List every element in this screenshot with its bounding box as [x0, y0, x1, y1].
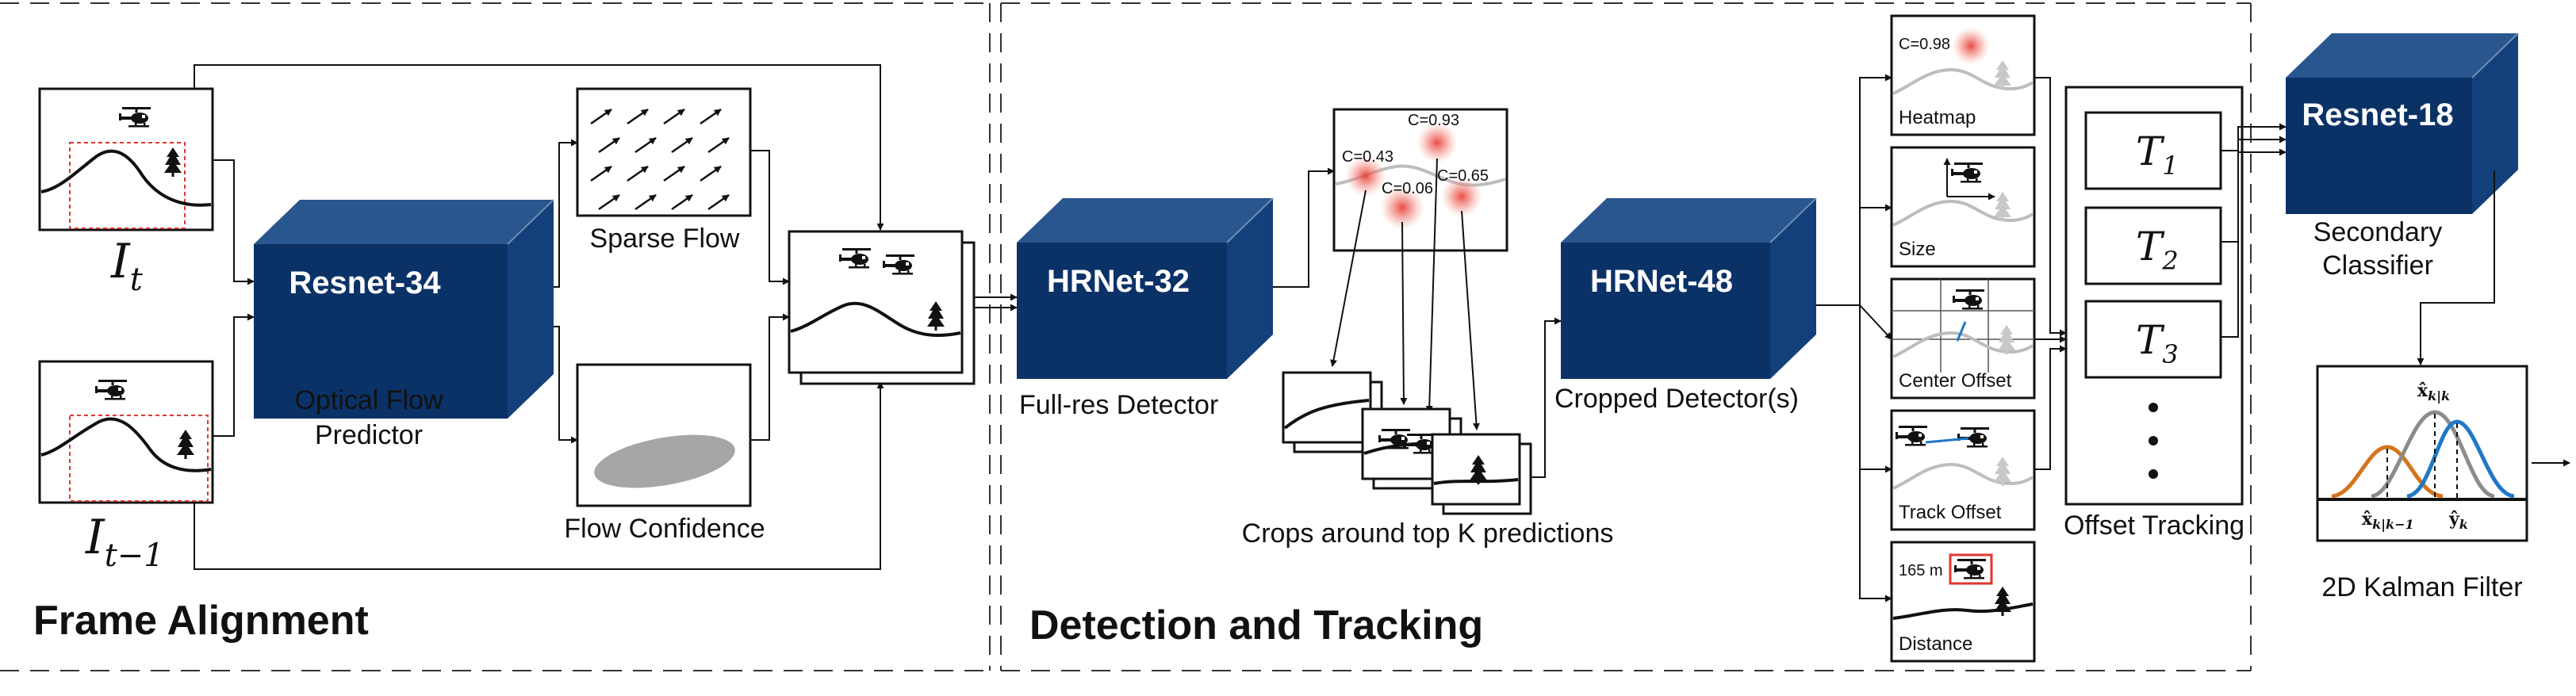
crops-label: Crops around top K predictions [1242, 518, 1614, 549]
aligned-frames [788, 230, 976, 385]
sparse-flow-label: Sparse Flow [590, 224, 740, 254]
flow-vector [634, 136, 657, 154]
center-offset-head: Center Offset [1890, 277, 2036, 400]
distance-label: Distance [1899, 633, 1972, 655]
kalman-curves [2331, 410, 2515, 499]
kalman-label: 2D Kalman Filter [2321, 572, 2522, 602]
confidence-1: C=0.43 [1342, 148, 1393, 166]
distance-head: 165 m Distance [1890, 541, 2036, 663]
heatmap-label: Heatmap [1899, 107, 1976, 128]
full-res-detector-label: Full-res Detector [1019, 390, 1218, 420]
hrnet32-block: HRNet-32 [1017, 197, 1274, 379]
flow-vector [671, 193, 693, 211]
kalman-right-label: ŷk [2448, 509, 2468, 532]
offset-tracking-box: T1 T2 T3 [2064, 86, 2244, 506]
kalman-box: x̂k|k x̂k|k−1 ŷk [2316, 365, 2528, 542]
track-offset-head: Track Offset [1890, 409, 2036, 531]
to-hrnet32 [974, 293, 1018, 312]
flow-connectors [554, 139, 578, 444]
heatmap-head: C=0.98 Heatmap [1890, 14, 2036, 136]
optical-flow-label-1: Optical Flow [294, 385, 443, 415]
flow-vector [598, 136, 620, 154]
hrnet48-block: HRNet-48 [1561, 197, 1817, 379]
track-t3: T3 [2136, 317, 2179, 369]
frame-alignment-title: Frame Alignment [33, 598, 369, 644]
kalman-left-label: x̂k|k−1 [2362, 509, 2414, 532]
section-borders [0, 2, 2252, 671]
kalman-top-label: x̂k|k [2417, 381, 2450, 403]
resnet34-block: Resnet-34 [254, 199, 554, 419]
resnet34-label: Resnet-34 [289, 266, 441, 300]
confidence-3: C=0.06 [1382, 180, 1433, 197]
frame-current [38, 87, 214, 231]
flow-vector [671, 136, 693, 154]
offset-tracking-label: Offset Tracking [2064, 511, 2244, 541]
to-kalman [2417, 170, 2495, 365]
frame-previous [38, 360, 214, 504]
flow-vector [663, 108, 685, 125]
flow-vector [590, 108, 612, 125]
kalman-dashes [2386, 414, 2458, 498]
crop-connectors [1330, 158, 1480, 430]
flow-vector [627, 165, 649, 182]
distance-value: 165 m [1899, 562, 1943, 579]
resnet18-block: Resnet-18 [2286, 33, 2519, 214]
flow-vector [700, 108, 722, 125]
size-head: Size [1890, 146, 2036, 268]
track-t2: T2 [2136, 224, 2179, 276]
flow-confidence-box [576, 363, 752, 507]
crops [1282, 371, 1532, 515]
flow-vector [707, 136, 730, 154]
heatmap-confidence: C=0.98 [1899, 36, 1950, 53]
hrnet32-label: HRNet-32 [1047, 264, 1190, 299]
detections-box: C=0.43 C=0.93 C=0.06 C=0.65 [1332, 108, 1508, 252]
frame-connectors [194, 64, 884, 570]
flow-vector [590, 165, 612, 182]
flow-confidence-label: Flow Confidence [564, 514, 765, 544]
head-connectors [1816, 74, 1892, 602]
flow-vector [663, 165, 685, 182]
track-t1: T1 [2136, 128, 2179, 181]
frame-current-label: It [110, 234, 144, 298]
to-hrnet48 [1531, 317, 1562, 478]
tracking-connectors [2034, 77, 2067, 470]
optical-flow-label-2: Predictor [315, 420, 423, 450]
flow-vector [627, 108, 649, 125]
cropped-detector-label: Cropped Detector(s) [1554, 384, 1799, 414]
confidence-4: C=0.65 [1437, 167, 1489, 185]
flow-vector [707, 193, 730, 211]
confidence-2: C=0.93 [1408, 112, 1459, 129]
center-offset-label: Center Offset [1899, 370, 2012, 392]
size-label: Size [1899, 239, 1936, 260]
track-offset-label: Track Offset [1899, 502, 2002, 523]
flow-vector [634, 193, 657, 211]
classifier-connectors [2221, 123, 2287, 338]
to-detections [1273, 167, 1335, 288]
secondary-label-1: Secondary [2313, 217, 2443, 247]
secondary-label-2: Classifier [2322, 250, 2433, 281]
align-connectors [750, 150, 790, 441]
hrnet48-label: HRNet-48 [1590, 264, 1733, 299]
frame-previous-label: It−1 [85, 510, 164, 574]
resnet18-label: Resnet-18 [2302, 98, 2453, 132]
sparse-flow-box [576, 87, 752, 217]
detection-tracking-title: Detection and Tracking [1029, 602, 1483, 648]
flow-arrows [590, 108, 730, 211]
flow-vector [598, 193, 620, 211]
flow-vector [700, 165, 722, 182]
